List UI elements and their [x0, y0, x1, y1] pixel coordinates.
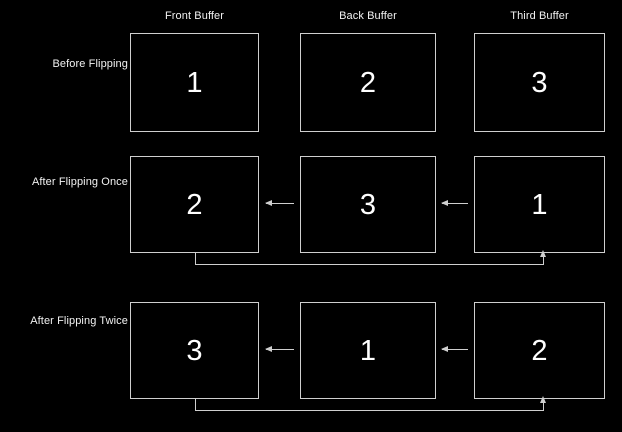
- buffer-box-row1-back: 2: [300, 33, 436, 132]
- buffer-box-row3-third: 2: [474, 302, 605, 399]
- buffer-value-row2-third: 1: [531, 188, 548, 221]
- column-header-back-buffer: Back Buffer: [339, 10, 397, 22]
- row-label-before-flipping: Before Flipping: [52, 58, 128, 70]
- buffer-box-row3-back: 1: [300, 302, 436, 399]
- column-header-front-buffer: Front Buffer: [164, 10, 225, 22]
- buffer-value-row3-third: 2: [531, 334, 548, 367]
- row-label-after-flipping-once: After Flipping Once: [31, 176, 128, 188]
- buffer-box-row2-front: 2: [130, 156, 259, 253]
- buffer-value-row1-front: 1: [186, 66, 203, 99]
- buffer-value-row1-back: 2: [359, 66, 377, 99]
- buffer-value-row3-back: 1: [359, 334, 377, 367]
- row-label-after-flipping-twice: After Flipping Twice: [30, 315, 128, 327]
- buffer-value-row2-front: 2: [186, 188, 203, 221]
- buffer-value-row1-third: 3: [531, 66, 548, 99]
- flip-arrow-row2-third-to-back-icon: [441, 200, 468, 206]
- flip-arrow-row3-back-to-front-icon: [265, 346, 294, 352]
- buffer-box-row3-front: 3: [130, 302, 259, 399]
- buffer-value-row3-front: 3: [186, 334, 203, 367]
- buffer-box-row2-back: 3: [300, 156, 436, 253]
- column-header-third-buffer: Third Buffer: [510, 10, 569, 22]
- buffer-value-row2-back: 3: [359, 188, 377, 221]
- flip-arrow-row3-third-to-back-icon: [441, 346, 468, 352]
- buffer-box-row2-third: 1: [474, 156, 605, 253]
- buffer-box-row1-front: 1: [130, 33, 259, 132]
- buffer-box-row1-third: 3: [474, 33, 605, 132]
- flip-arrow-row2-back-to-front-icon: [265, 200, 294, 206]
